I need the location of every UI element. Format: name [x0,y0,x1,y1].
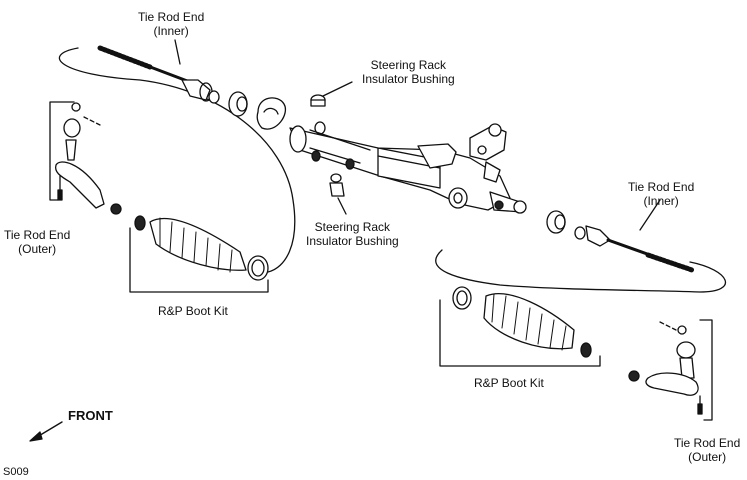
left-inner-tie-rod [97,45,220,104]
right-outer-bracket [699,319,713,421]
right-boot-bracket [439,299,601,367]
label-tie-rod-end-inner-top: Tie Rod End (Inner) [138,10,205,38]
upper-insulator-bushing [310,81,353,107]
left-boot-bracket [129,227,269,293]
right-outer-tie-rod-end [645,321,703,415]
right-group-loop [435,249,727,293]
left-group-loop [58,47,296,273]
front-arrow [29,421,63,442]
front-label: FRONT [68,408,113,423]
right-inner-tie-rod [574,225,695,273]
left-outer-bracket [49,101,75,201]
left-boot [134,215,269,281]
label-tie-rod-end-outer-left: Tie Rod End (Outer) [4,228,71,256]
label-tie-rod-end-outer-right: Tie Rod End (Outer) [674,436,741,464]
label-boot-kit-right: R&P Boot Kit [474,376,544,390]
label-steering-rack-bushing-bottom: Steering Rack Insulator Bushing [306,220,399,248]
label-boot-kit-left: R&P Boot Kit [158,304,228,318]
right-boot [452,286,592,358]
left-outer-tie-rod-end [54,102,105,209]
label-tie-rod-end-inner-right: Tie Rod End (Inner) [628,180,695,208]
steering-rack-housing [289,121,527,214]
lower-insulator-bushing [329,173,347,215]
label-steering-rack-bushing-top: Steering Rack Insulator Bushing [362,58,455,86]
right-spacer-ring [546,210,566,234]
left-spacer-ring [228,91,248,117]
left-jam-nut [110,203,122,215]
figure-code: S009 [3,466,29,478]
right-jam-nut [628,370,640,382]
left-insulator-ring [256,97,287,130]
